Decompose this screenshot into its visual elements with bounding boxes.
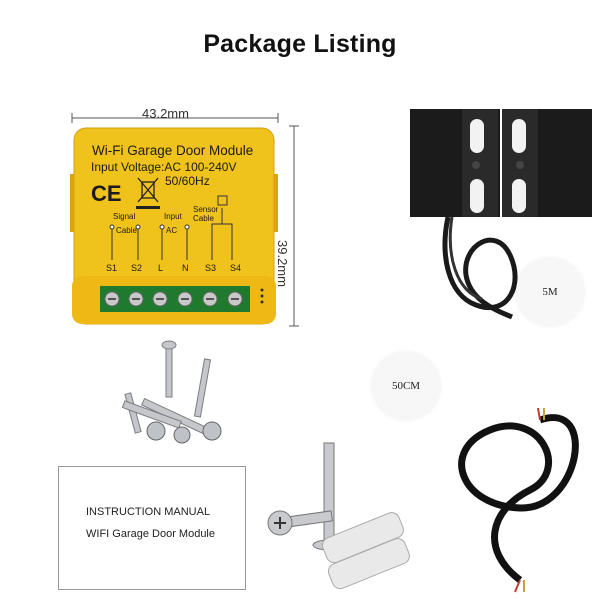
- manual-title: INSTRUCTION MANUAL: [86, 506, 211, 518]
- terminal-label: N: [182, 263, 189, 273]
- magnetic-door-sensor: [410, 109, 592, 320]
- terminal-label: S1: [106, 263, 118, 273]
- signal-cable-label: Cable: [116, 226, 137, 235]
- sensor-cable-length-callout: 5M: [516, 258, 584, 326]
- signal-label: Signal: [113, 212, 136, 221]
- sensor-cable-label: Cable: [193, 214, 214, 223]
- screws-and-anchors: [267, 442, 410, 590]
- input-label: Input: [164, 212, 182, 221]
- ce-mark: CE: [91, 181, 122, 206]
- terminal-label: S4: [230, 263, 242, 273]
- connection-wire: [458, 407, 579, 593]
- module-frequency: 50/60Hz: [165, 174, 210, 188]
- instruction-manual: [58, 466, 246, 590]
- page-title: Package Listing: [203, 30, 397, 58]
- manual-subtitle: WIFI Garage Door Module: [86, 528, 215, 540]
- terminal-label: L: [158, 263, 164, 273]
- ac-label: AC: [166, 226, 178, 235]
- module-voltage: Input Voltage:AC 100-240V: [91, 160, 237, 174]
- width-dimension-label: 43.2mm: [142, 106, 189, 121]
- screws-image: [121, 340, 222, 444]
- terminal-label: S2: [131, 263, 143, 273]
- sensor-label: Sensor: [193, 205, 219, 214]
- garage-door-module: [70, 127, 278, 325]
- terminal-label: S3: [205, 263, 217, 273]
- wire-length-callout: 50CM: [372, 352, 440, 420]
- module-name: Wi-Fi Garage Door Module: [92, 143, 254, 158]
